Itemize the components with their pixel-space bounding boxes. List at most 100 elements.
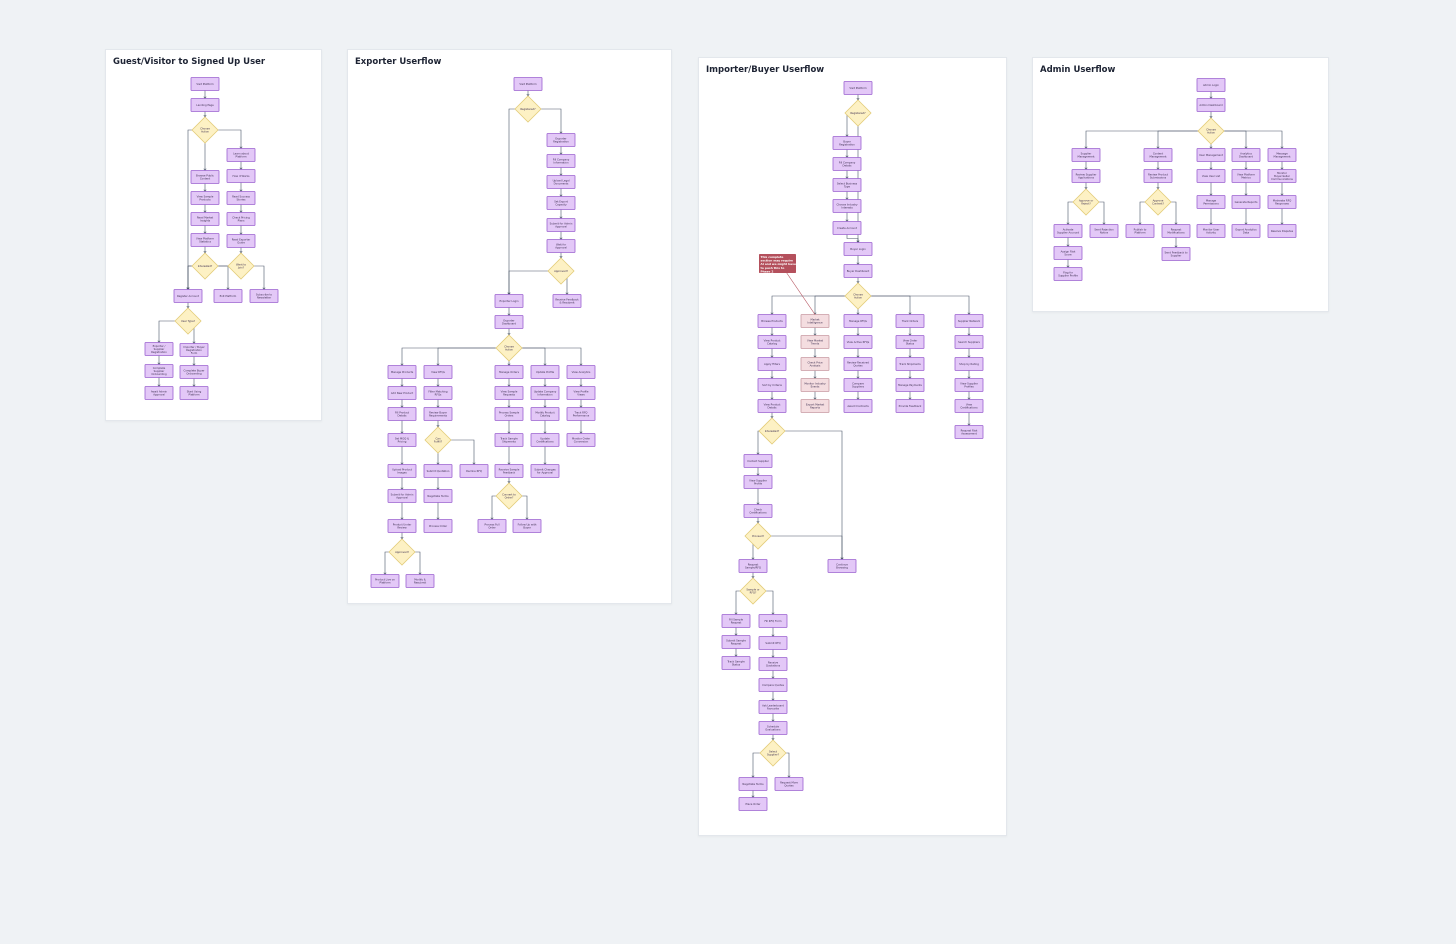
process-node[interactable]: Landing Page	[190, 98, 220, 112]
process-node[interactable]: Track Shipments	[895, 357, 925, 371]
process-node[interactable]: Register Account	[173, 289, 203, 303]
process-node[interactable]: Process Order	[423, 519, 453, 533]
process-node[interactable]: Receive Feedback& Resubmit	[552, 294, 582, 308]
process-node[interactable]: Visit Platform	[190, 77, 220, 91]
process-node[interactable]: Buyer Login	[843, 242, 873, 256]
process-node[interactable]: Manage RFQs	[843, 314, 873, 328]
process-node[interactable]: Resolve Disputes	[1267, 224, 1297, 238]
process-node[interactable]: Manage Payments	[895, 378, 925, 392]
process-node[interactable]: Sort by Criteria	[757, 378, 787, 392]
decision-node[interactable]: Approved?	[388, 538, 416, 566]
decision-node[interactable]: User Type?	[174, 307, 202, 335]
process-node[interactable]: Apply Filters	[757, 357, 787, 371]
process-node[interactable]: Modify &Resubmit	[405, 574, 435, 588]
process-node[interactable]: View Analytics	[566, 365, 596, 379]
process-node[interactable]: Negotiate Terms	[738, 777, 768, 791]
process-node[interactable]: Award Contracts	[843, 399, 873, 413]
process-node[interactable]: Exporter Login	[494, 294, 524, 308]
process-node[interactable]: How it Works	[226, 169, 256, 183]
process-node[interactable]: View RFQs	[423, 365, 453, 379]
process-node[interactable]: Buyer Dashboard	[843, 264, 873, 278]
process-node[interactable]: Create Account	[832, 221, 862, 235]
process-node[interactable]: Update Profile	[530, 365, 560, 379]
process-node[interactable]: Admin Login	[1196, 78, 1226, 92]
process-node[interactable]: Submit RFQ	[758, 636, 788, 650]
process-node[interactable]: Visit Platform	[843, 81, 873, 95]
process-node[interactable]: Search Suppliers	[954, 335, 984, 349]
process-node[interactable]: Add New Product	[387, 386, 417, 400]
board-guest[interactable]: Guest/Visitor to Signed Up User Visit Pl…	[105, 49, 322, 421]
process-node[interactable]: User Management	[1196, 148, 1226, 162]
process-node[interactable]: View User List	[1196, 169, 1226, 183]
